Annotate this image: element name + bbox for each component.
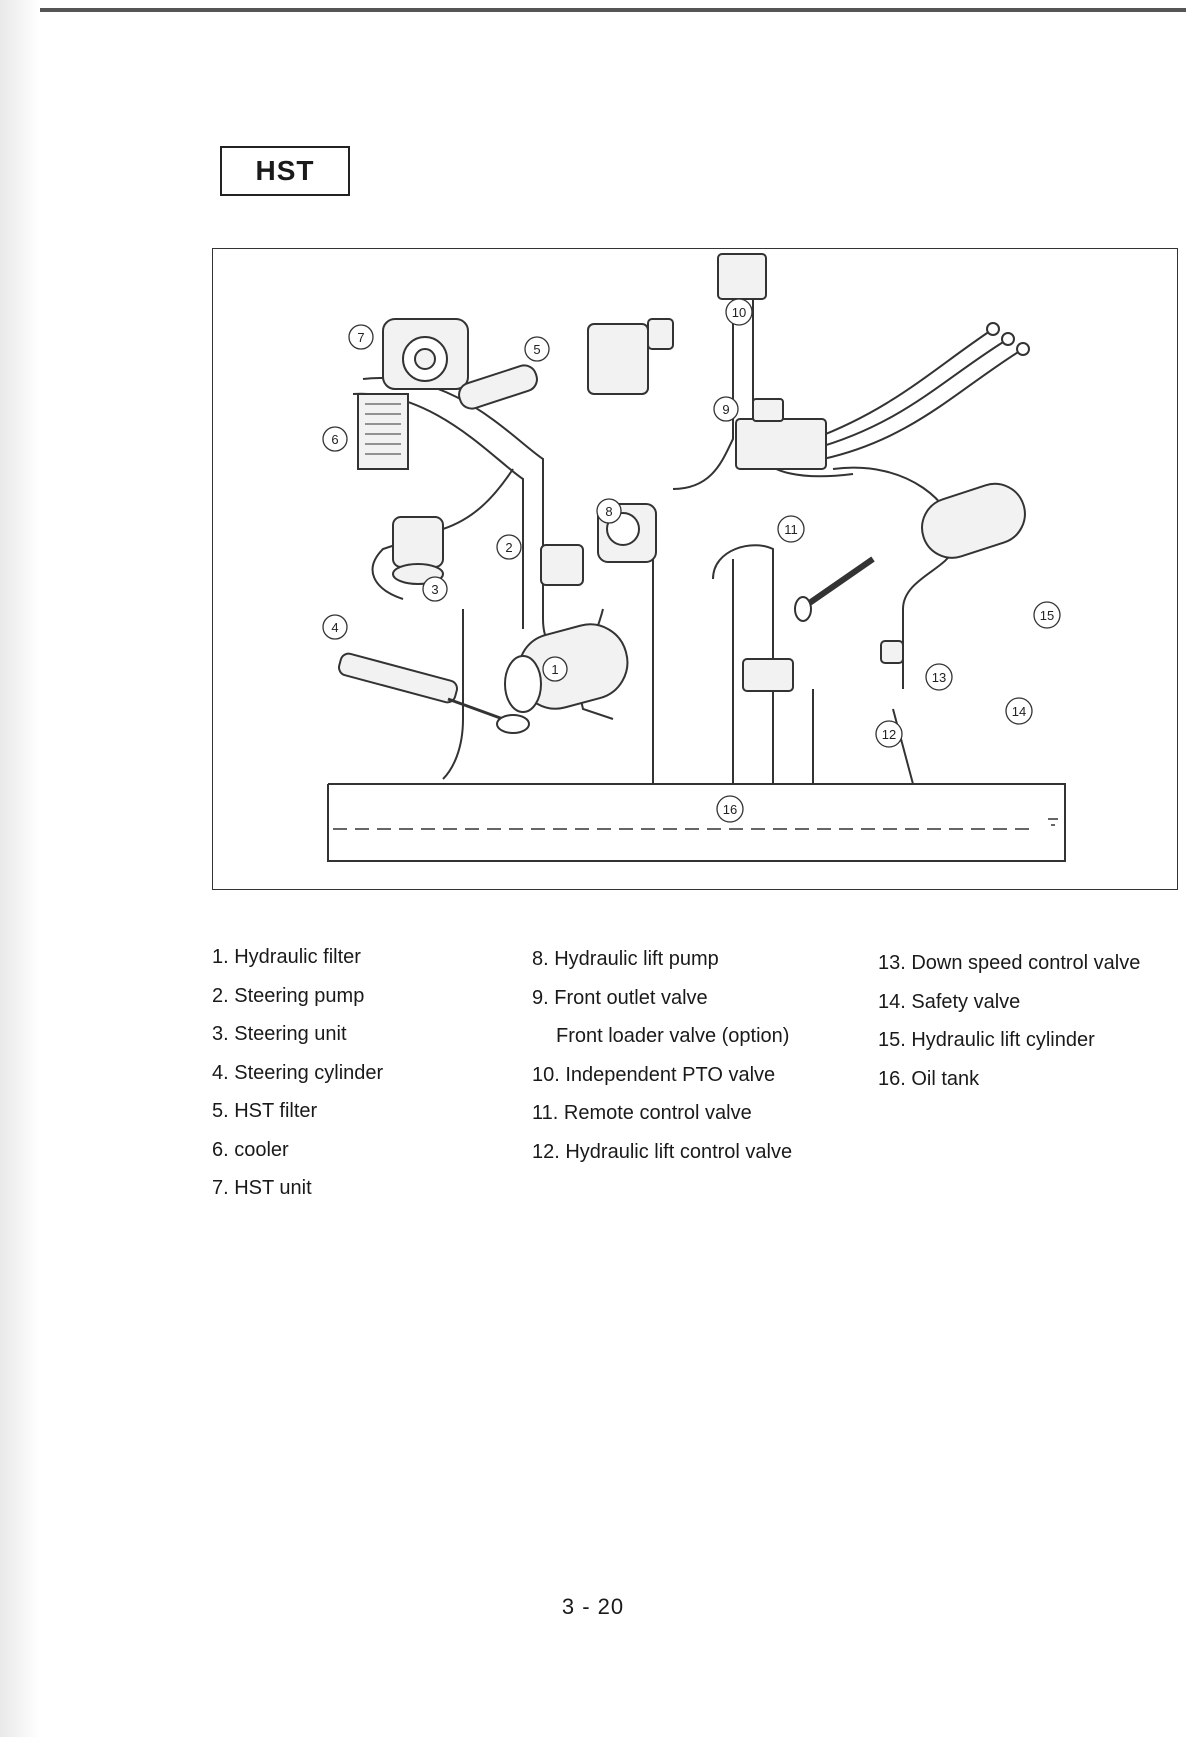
hydraulic-filter [504,623,629,713]
legend-item: Front loader valve (option) [556,1025,790,1047]
pipe-couplers [986,322,1030,356]
callout-5: 5 [524,336,550,362]
svg-text:16: 16 [723,802,737,817]
legend-item: 3. Steering unit [212,1023,347,1045]
legend-item: 1. Hydraulic filter [212,946,361,968]
callout-11: 11 [777,515,805,543]
down-speed-control-valve [794,556,875,622]
hst-unit [382,318,469,390]
legend-item: 16. Oil tank [878,1067,980,1090]
legend-item: 5. HST filter [212,1100,318,1122]
pipe [812,328,994,440]
svg-text:13: 13 [932,670,946,685]
steering-cylinder [337,652,530,734]
callout-8: 8 [596,498,622,524]
page-edge-shadow [0,0,40,1737]
svg-text:6: 6 [331,432,338,447]
callout-2: 2 [496,534,522,560]
hst-filter [458,364,538,410]
callout-7: 7 [348,324,374,350]
legend-item: 8. Hydraulic lift pump [532,948,719,970]
legend-column-1: 1. Hydraulic filter 2. Steering pump 3. … [212,938,383,1208]
callout-16: 16 [716,795,744,823]
independent-pto-valve [717,253,767,300]
svg-text:11: 11 [784,522,798,537]
svg-text:4: 4 [331,620,338,635]
pipe [442,609,464,780]
svg-text:7: 7 [357,330,364,345]
section-title: HST [220,146,350,196]
remote-control-valve [735,398,827,470]
callout-9: 9 [713,396,739,422]
page-number: 3 - 20 [561,1594,625,1619]
pipe [822,348,1024,460]
legend-item: 11. Remote control valve [532,1102,752,1124]
callout-6: 6 [322,426,348,452]
hydraulic-lift-control-valve [742,658,794,692]
steering-pump [540,544,584,586]
legend-item: 13. Down speed control valve [878,952,1141,974]
legend-item: 7. HST unit [212,1177,312,1199]
svg-text:15: 15 [1040,608,1054,623]
pipe [892,708,914,785]
front-outlet-valve [587,318,674,395]
svg-text:8: 8 [605,504,612,519]
legend-item: 9. Front outlet valve [532,986,708,1009]
callout-3: 3 [422,576,448,602]
legend-item: 4. Steering cylinder [212,1061,384,1084]
svg-text:10: 10 [732,305,746,320]
legend-column-2: 8. Hydraulic lift pump 9. Front outlet v… [532,940,792,1171]
legend-item: 2. Steering pump [212,984,365,1007]
hydraulic-system-diagram: 1 2 3 4 5 6 7 [212,248,1178,890]
callout-12: 12 [875,720,903,748]
svg-text:12: 12 [882,727,896,742]
callout-13: 13 [925,663,953,691]
diagram-svg: 1 2 3 4 5 6 7 [322,253,1066,862]
callout-14: 14 [1005,697,1033,725]
safety-valve [880,640,904,664]
callout-15: 15 [1033,601,1061,629]
pipe [812,338,1009,450]
svg-text:1: 1 [551,662,558,677]
top-rule [40,8,1186,12]
oil-tank-outline [327,783,1066,862]
legend-item: 14. Safety valve [878,990,1021,1013]
svg-text:14: 14 [1012,704,1026,719]
steering-unit [392,516,444,585]
legend-item: 6. cooler [212,1138,289,1161]
pipe [712,544,774,784]
legend-column-3: 13. Down speed control valve 14. Safety … [878,944,1140,1098]
callout-10: 10 [725,298,753,326]
pipe [672,269,734,490]
legend-item: 12. Hydraulic lift control valve [532,1140,793,1163]
cooler [357,393,409,470]
legend-item: 15. Hydraulic lift cylinder [878,1029,1095,1051]
callout-1: 1 [542,656,568,682]
callout-4: 4 [322,614,348,640]
hydraulic-lift-cylinder [921,482,1026,559]
svg-text:9: 9 [722,402,729,417]
svg-text:2: 2 [505,540,512,555]
svg-text:3: 3 [431,582,438,597]
legend-item: 10. Independent PTO valve [532,1063,776,1086]
svg-text:5: 5 [533,342,540,357]
